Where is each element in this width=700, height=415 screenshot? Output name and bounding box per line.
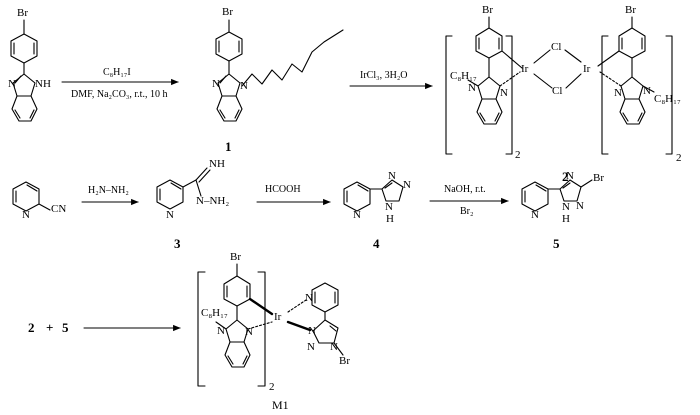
atom-label-n: N: [305, 292, 313, 304]
atom-label-n: N: [308, 325, 316, 337]
compound-number-5: 5: [553, 236, 560, 251]
condition-below-arrow-1: DMF, Na₂CO₃, r.t., 10 h: [71, 89, 168, 100]
atom-label-n: N: [566, 170, 574, 182]
atom-label-n: N: [212, 78, 220, 90]
structure-compound-4: [343, 179, 404, 212]
atom-label-octyl: C₈H₁₇: [654, 93, 681, 105]
atom-label-n: N: [217, 325, 225, 337]
atom-label-n: N: [614, 87, 622, 99]
plus-sign: +: [46, 320, 54, 335]
structure-compound-1: [215, 19, 344, 122]
atom-label-octyl: C₈H₁₇: [450, 70, 477, 82]
structure-2-cyanopyridine: [12, 181, 51, 212]
atom-label-cn: CN: [51, 203, 67, 215]
condition-below-arrow-5: Br₂: [460, 206, 474, 217]
atom-label-n: N: [240, 80, 248, 92]
structure-compound-3: [156, 167, 211, 210]
bracket-subscript: 2: [269, 381, 275, 393]
atom-label-n: N: [500, 87, 508, 99]
atom-label-n: N: [330, 341, 338, 353]
atom-label-cl: Cl: [551, 41, 562, 53]
condition-above-arrow-3: H₂N–NH₂: [88, 185, 129, 196]
reactant-5: 5: [62, 320, 69, 335]
atom-label-br: Br: [339, 355, 350, 367]
atom-label-n: N: [307, 341, 315, 353]
atom-label-br: Br: [593, 172, 604, 184]
atom-label-n: N: [166, 209, 174, 221]
atom-label-h: H: [386, 213, 394, 225]
atom-label-nh: NH: [35, 78, 51, 90]
atom-label-n: N: [403, 179, 411, 191]
atom-label-n: N: [576, 200, 584, 212]
atom-label-n: N: [245, 326, 253, 338]
condition-above-arrow-2: IrCl₃, 3H₂O: [360, 70, 408, 81]
atom-label-ir: Ir: [274, 311, 282, 323]
atom-label-n: N: [531, 209, 539, 221]
atom-label-n: N: [643, 85, 651, 97]
atom-label-octyl: C₈H₁₇: [201, 307, 228, 319]
condition-above-arrow-4: HCOOH: [265, 184, 301, 195]
atom-label-n: N: [388, 170, 396, 182]
compound-number-2: 2: [562, 169, 569, 184]
structure-bromophenyl-benzimidazole: [10, 19, 38, 122]
atom-label-amidrazone-nh: NH: [209, 158, 225, 170]
atom-label-n: N: [8, 78, 16, 90]
atom-label-ir: Ir: [521, 63, 529, 75]
compound-number-M1: M1: [272, 398, 289, 412]
atom-label-amidrazone-nhnh2: N–NH₂: [196, 195, 230, 207]
atom-label-n: N: [468, 82, 476, 94]
condition-above-arrow-1: C₈H₁₇I: [103, 67, 131, 78]
atom-label-n: N: [22, 209, 30, 221]
atom-label-cl: Cl: [552, 85, 563, 97]
condition-above-arrow-5: NaOH, r.t.: [444, 184, 486, 195]
structure-compound-2: [445, 16, 673, 155]
atom-label-ir: Ir: [583, 63, 591, 75]
atom-label-n: N: [385, 201, 393, 213]
bracket-subscript: 2: [676, 152, 682, 164]
compound-number-4: 4: [373, 236, 380, 251]
compound-number-3: 3: [174, 236, 181, 251]
atom-label-br: Br: [625, 4, 636, 16]
atom-label-h: H: [562, 213, 570, 225]
reactant-2: 2: [28, 320, 35, 335]
atom-label-n: N: [562, 201, 570, 213]
atom-label-br: Br: [482, 4, 493, 16]
bracket-subscript: 2: [515, 149, 521, 161]
atom-label-br: Br: [222, 6, 233, 18]
atom-label-br: Br: [17, 7, 28, 19]
compound-number-1: 1: [225, 139, 232, 154]
atom-label-br: Br: [230, 251, 241, 263]
structure-compound-5: [521, 179, 593, 212]
atom-label-n: N: [353, 209, 361, 221]
structure-complex-M1: [197, 263, 344, 387]
